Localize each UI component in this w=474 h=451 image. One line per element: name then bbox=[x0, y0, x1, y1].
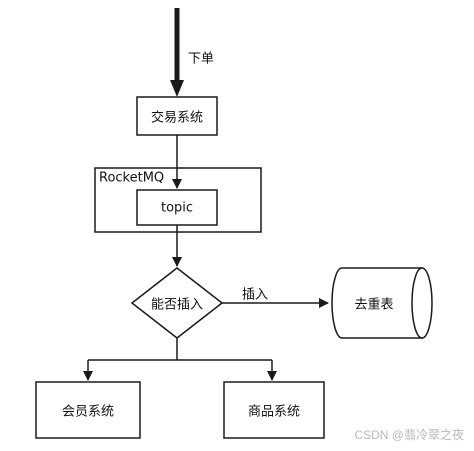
dedup-table-cylinder bbox=[331, 267, 433, 339]
topic-label: topic bbox=[160, 200, 194, 216]
topic-box bbox=[136, 189, 218, 226]
trading-system-label: 交易系统 bbox=[150, 110, 204, 126]
member-system-box bbox=[35, 381, 141, 439]
product-system-label: 商品系统 bbox=[247, 404, 301, 420]
decision-label: 能否插入 bbox=[150, 297, 204, 313]
member-system-label: 会员系统 bbox=[61, 404, 115, 420]
watermark: CSDN @翡冷翠之夜 bbox=[354, 428, 464, 442]
rocketmq-label: RocketMQ bbox=[99, 170, 165, 186]
order-label: 下单 bbox=[188, 51, 215, 67]
product-system-box bbox=[223, 381, 325, 439]
dedup-table-label: 去重表 bbox=[354, 297, 394, 313]
order-arrowhead bbox=[170, 80, 184, 97]
rocketmq-container bbox=[94, 167, 262, 233]
insert-label: 插入 bbox=[241, 287, 269, 303]
